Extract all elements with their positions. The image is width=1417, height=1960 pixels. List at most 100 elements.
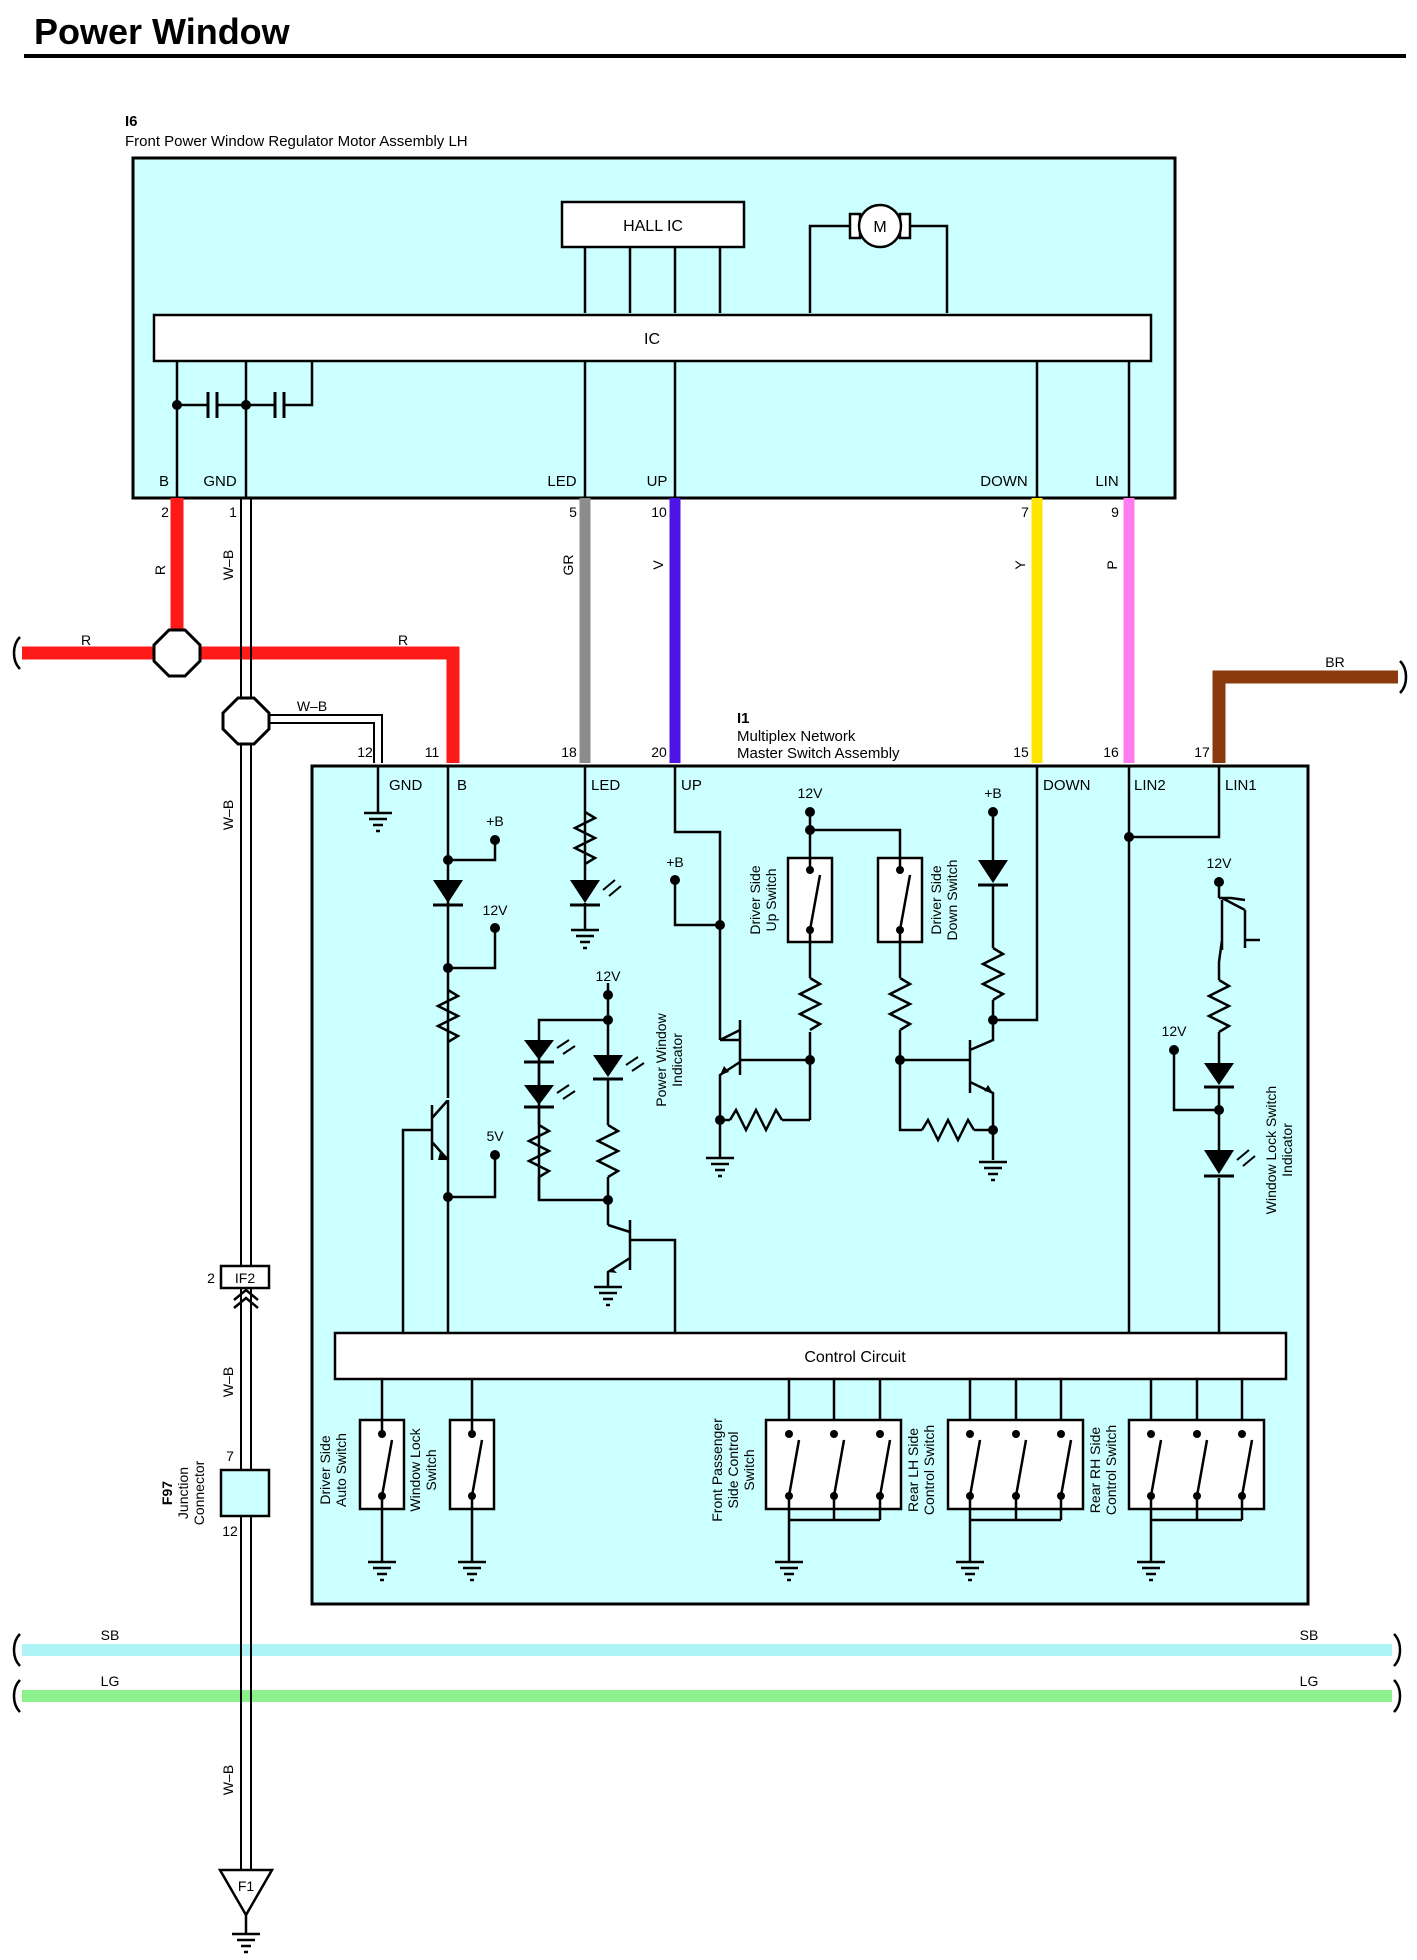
f1-label: F1 <box>238 1878 255 1894</box>
break-mark-left-r <box>12 636 21 670</box>
down-plus-b: +B <box>984 785 1002 801</box>
if2-label: IF2 <box>235 1270 255 1286</box>
ms-pin-led-label: LED <box>591 777 620 794</box>
break-mark-sb-right <box>1393 1633 1402 1667</box>
junction-connector-f97: 7 12 F97 Junction Connector <box>159 1448 271 1539</box>
wire-label-gr: GR <box>560 555 576 576</box>
ms-pin-gnd-label: GND <box>389 777 423 794</box>
ms-pin-lin2-label: LIN2 <box>1134 777 1166 794</box>
wli-label-line1: Window Lock Switch <box>1263 1086 1279 1214</box>
b-supply-circuit: +B 12V 5V <box>401 766 509 1333</box>
hall-ic-label: HALL IC <box>623 218 683 235</box>
if2-pin: 2 <box>207 1270 215 1286</box>
motor-symbol: M <box>808 203 949 313</box>
wire-label-p: P <box>1104 560 1120 569</box>
motor-assembly-name: Front Power Window Regulator Motor Assem… <box>125 133 468 150</box>
f97-pin-top: 7 <box>226 1448 234 1464</box>
pin-gnd-label: GND <box>203 473 237 490</box>
motor-assembly: I6 Front Power Window Regulator Motor As… <box>125 113 1177 500</box>
wire-label-r-right: R <box>398 632 408 648</box>
f97-name-line1: Junction <box>175 1467 191 1519</box>
break-mark-right-br <box>1399 660 1408 694</box>
ground-point-f1: F1 <box>217 1868 275 1954</box>
pin-down-label: DOWN <box>980 473 1028 490</box>
pin-num-2: 2 <box>161 504 169 520</box>
up-switch-label-1: Driver Side <box>747 865 763 934</box>
ms-pin-num-16: 16 <box>1103 744 1119 760</box>
bus-label-lg-left: LG <box>101 1673 120 1689</box>
master-switch: I1 Multiplex Network Master Switch Assem… <box>310 710 1310 1606</box>
down-circuit: Driver Side Down Switch +B <box>876 766 1039 1182</box>
motor-label: M <box>873 219 886 236</box>
ms-pin-num-18: 18 <box>561 744 577 760</box>
control-circuit-block <box>333 1331 1288 1381</box>
rear-rh-switch: Rear RH Side Control Switch <box>1087 1379 1266 1582</box>
ms-pin-num-20: 20 <box>651 744 667 760</box>
auto-switch: Driver Side Auto Switch <box>317 1379 406 1582</box>
bus-label-sb-left: SB <box>101 1627 120 1643</box>
ic-block <box>152 313 1153 363</box>
fp-switch-label-1: Front Passenger <box>709 1418 725 1522</box>
wire-label-wb-bottom: W–B <box>220 1765 236 1795</box>
wire-br <box>1212 670 1398 763</box>
splice-wb <box>221 696 271 746</box>
wiring <box>12 498 1408 1870</box>
ms-pin-b-label: B <box>457 777 467 794</box>
up-plus-b: +B <box>666 854 684 870</box>
front-passenger-switch: Front Passenger Side Control Switch <box>709 1379 903 1582</box>
page-title: Power Window <box>34 11 291 52</box>
ms-pin-up-label: UP <box>681 777 702 794</box>
capacitor-network <box>172 361 314 418</box>
ms-pin-num-15: 15 <box>1013 744 1029 760</box>
break-mark-lg-right <box>1393 1679 1402 1713</box>
led-circuit <box>569 766 622 950</box>
wire-label-wb-branch: W–B <box>297 698 327 714</box>
wli-12v-top: 12V <box>1207 855 1233 871</box>
down-switch-label-2: Down Switch <box>944 860 960 941</box>
ic-label: IC <box>644 331 660 348</box>
down-switch-label-1: Driver Side <box>928 865 944 934</box>
window-lock-indicator-circuit: 12V 12V Window Lock Switch Indicator <box>1162 855 1295 1333</box>
wire-label-wb-vertical-top: W–B <box>220 550 236 580</box>
fp-switch-label-2: Side Control <box>725 1431 741 1508</box>
pwi-12v: 12V <box>596 968 622 984</box>
ms-pin-down-label: DOWN <box>1043 777 1091 794</box>
wire-label-r-left: R <box>81 632 91 648</box>
wli-label-line2: Indicator <box>1279 1123 1295 1177</box>
wire-label-r-vertical: R <box>152 565 168 575</box>
hall-ic-block <box>560 200 746 249</box>
f97-pin-bottom: 12 <box>222 1523 238 1539</box>
wire-label-wb-lower: W–B <box>220 1367 236 1397</box>
up-switch-label-2: Up Switch <box>763 868 779 931</box>
master-switch-code: I1 <box>737 710 750 727</box>
pwi-label-line2: Indicator <box>669 1033 685 1087</box>
b-plus-b: +B <box>486 813 504 829</box>
window-lock-switch-label-2: Switch <box>423 1449 439 1490</box>
wire-label-br: BR <box>1325 654 1344 670</box>
wire-label-y: Y <box>1012 560 1028 570</box>
if2-chevron <box>233 1288 259 1309</box>
pin-lin-label: LIN <box>1095 473 1118 490</box>
pin-num-10: 10 <box>651 504 667 520</box>
ic-internal-leads <box>175 361 1131 498</box>
b-12v: 12V <box>483 902 509 918</box>
pin-b-label: B <box>159 473 169 490</box>
pin-num-7: 7 <box>1021 504 1029 520</box>
pin-up-label: UP <box>647 473 668 490</box>
rrh-switch-label-2: Control Switch <box>1103 1425 1119 1515</box>
up-circuit: +B 12V Driver Side Up Switch <box>666 766 902 1178</box>
break-mark-sb-left <box>12 1633 21 1667</box>
auto-switch-label-1: Driver Side <box>317 1435 333 1504</box>
hall-ic-leads <box>583 247 722 313</box>
splice-r <box>152 628 202 678</box>
wire-label-v: V <box>650 560 666 570</box>
rlh-switch-label-2: Control Switch <box>921 1425 937 1515</box>
power-window-indicator-circuit: 12V Power Window Indicator <box>524 968 685 1333</box>
wli-12v-left: 12V <box>1162 1023 1188 1039</box>
pin-num-9: 9 <box>1111 504 1119 520</box>
ms-pin-lin1-label: LIN1 <box>1225 777 1257 794</box>
f97-code: F97 <box>159 1481 175 1505</box>
bus-label-lg-right: LG <box>1300 1673 1319 1689</box>
pin-num-1: 1 <box>229 504 237 520</box>
